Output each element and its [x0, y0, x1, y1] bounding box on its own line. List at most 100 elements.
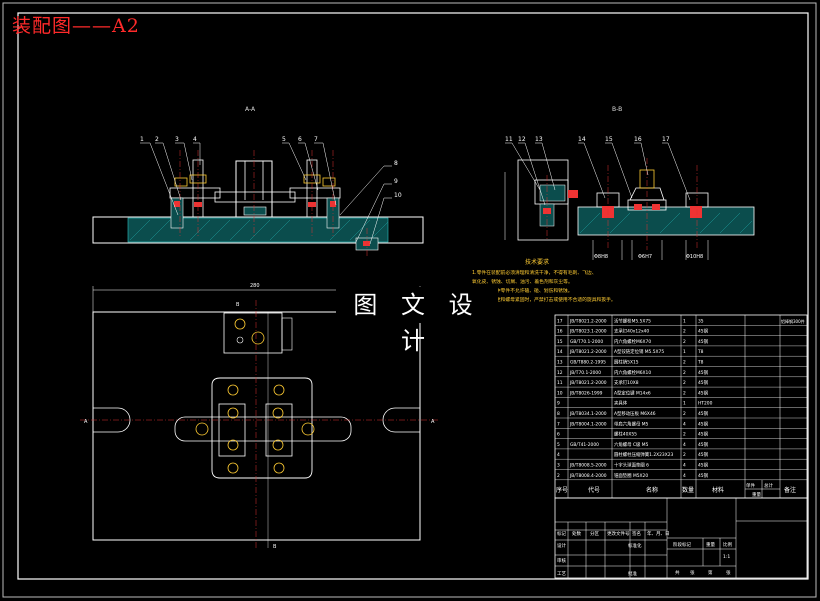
bom-cell-name: 夹具体 [614, 400, 628, 407]
bom-cell-no: 5 [557, 442, 560, 448]
view-mark-b-bottom: B [273, 544, 277, 550]
tb-standard: 标准化 [628, 542, 642, 549]
tb-sign: 签名 [632, 530, 641, 537]
bom-cell-qty: 4 [683, 442, 686, 448]
bom-cell-code: GB/T41-2000 [570, 442, 599, 448]
tb-zone: 分区 [590, 530, 599, 537]
technical-requirements: 技术要求 1.零件在装配前必须清理和清洗干净，不得有毛刺、飞边、 氧化皮、锈蚀、… [472, 258, 616, 303]
bom-cell-no: 6 [557, 432, 560, 438]
callout-15: 15 [605, 136, 613, 143]
bom-cell-no: 16 [557, 329, 563, 335]
bom-header-no: 序号 [556, 486, 568, 494]
bom-cell-code: JB/T70.1-2000 [569, 370, 601, 376]
bom-cell-name: 内六角螺栓M6X70 [614, 338, 651, 345]
bom-header-unit: 单件 [746, 482, 755, 489]
bom-cell-no: 17 [557, 318, 563, 324]
dim-bb-2: Φ6H7 [638, 254, 652, 260]
bom-cell-no: 3 [557, 463, 560, 469]
bom-cell-code: JB/T8004.1-2000 [569, 421, 607, 427]
bom-header-name: 名称 [646, 486, 658, 494]
view-mark-a-right: A [431, 419, 435, 425]
callout-5: 5 [282, 136, 286, 143]
tb-sheets-unit-2: 张 [726, 569, 731, 576]
bom-cell-mat: 45钢 [698, 369, 709, 376]
bom-cell-mat: 45钢 [698, 338, 709, 345]
view-mark-b-top: B [236, 302, 240, 308]
tb-weight: 重量 [706, 541, 715, 548]
sheet-title: 装配图——A2 [12, 15, 140, 37]
bom-cell-qty: 2 [683, 411, 686, 417]
bom-cell-qty: 1 [683, 401, 686, 407]
bom-header-total: 总计 [764, 482, 773, 489]
callout-11: 11 [505, 136, 513, 143]
bom-cell-name: 十字头球面垫圈 6 [614, 462, 649, 469]
callout-4: 4 [193, 136, 197, 143]
callout-16: 16 [634, 136, 642, 143]
plan-view: 280 A A B B [80, 283, 440, 550]
bom-header-mat: 材料 [712, 486, 724, 494]
bom-extra-note: 铝棒钢300件 [781, 318, 805, 324]
tb-approve: 批准 [628, 570, 637, 577]
bom-cell-qty: 2 [683, 432, 686, 438]
bom-cell-name: A型移动压板 M6X46 [614, 410, 656, 417]
bom-cell-name: 活节螺栓M5.5X75 [614, 317, 651, 324]
callout-9: 9 [394, 178, 398, 185]
tb-date: 年、月、日 [647, 530, 670, 537]
tb-change-doc: 更改文件号 [607, 530, 630, 537]
bom-cell-mat: 45钢 [698, 431, 709, 438]
bom-cell-mat: 45钢 [698, 410, 709, 417]
bom-cell-qty: 1 [683, 318, 686, 324]
tech-req-line-4: 3.螺钉、螺栓和螺母紧固时，严禁打击或使用不合适的旋具和扳手。 [472, 296, 616, 303]
bom-cell-mat: 45钢 [698, 379, 709, 386]
bom-cell-no: 2 [557, 473, 560, 479]
bom-cell-no: 13 [557, 360, 563, 366]
bom-cell-code: JB/T8021.2-2000 [569, 318, 607, 324]
title-block: 标记 处数 分区 更改文件号 签名 年、月、日 设计 标准化 审核 工艺 批准 … [554, 497, 808, 579]
bom-cell-mat: HT200 [698, 401, 713, 407]
bom-cell-no: 10 [557, 390, 563, 396]
bom-cell-mat: 45钢 [698, 451, 709, 458]
tb-count: 处数 [572, 530, 581, 537]
dimension-280: 280 [250, 283, 260, 289]
bom-cell-no: 12 [557, 370, 563, 376]
bom-cell-name: 带肩六角螺母 M5 [614, 420, 649, 427]
bom-cell-qty: 2 [683, 329, 686, 335]
callout-3: 3 [175, 136, 179, 143]
tb-sheets-index: 第 [708, 569, 713, 576]
tech-req-title: 技术要求 [525, 258, 549, 266]
section-aa-view: A-A [92, 106, 424, 256]
bom-cell-name: 锥面垫圈 M5X20 [614, 472, 648, 479]
dim-bb-1: Φ8H8 [594, 254, 608, 260]
bom-header-note: 备注 [784, 486, 796, 494]
bom-cell-name: 支承钉10X8 [614, 379, 639, 386]
section-aa-label: A-A [245, 106, 256, 113]
bom-cell-name: A型铰链定位销 M5.5X75 [614, 348, 664, 355]
tb-sheets-unit-1: 张 [690, 569, 695, 576]
tech-req-line-2: 氧化皮、锈蚀、切屑、油污、着色剂和灰尘等。 [472, 278, 573, 285]
callout-7: 7 [314, 136, 318, 143]
bom-cell-mat: 45钢 [698, 472, 709, 479]
bom-cell-mat: T8 [697, 349, 704, 355]
tb-scale: 比例 [723, 541, 732, 548]
callout-12: 12 [518, 136, 526, 143]
watermark-text: 图 文 设 计 [336, 287, 498, 355]
bom-cell-qty: 4 [683, 473, 686, 479]
callout-17: 17 [662, 136, 670, 143]
bom-cell-qty: 2 [683, 370, 686, 376]
bom-cell-name: 圆柱销5X15 [614, 359, 639, 366]
bom-cell-mat: 35 [698, 318, 704, 324]
bom-cell-qty: 2 [683, 339, 686, 345]
view-mark-a-left: A [84, 419, 88, 425]
bom-cell-code: JB/T8021.2-2000 [569, 349, 607, 355]
callout-6: 6 [298, 136, 302, 143]
tech-req-line-3: 2.装配过程中零件不允许磕、碰、划伤和锈蚀。 [472, 287, 573, 294]
bom-cell-no: 4 [557, 452, 560, 458]
bom-cell-code: GB/T880.2-1995 [570, 360, 606, 366]
bom-cell-qty: 1 [683, 349, 686, 355]
tb-mark: 标记 [557, 530, 566, 537]
bom-cell-mat: T8 [697, 360, 704, 366]
bom-cell-no: 8 [557, 411, 560, 417]
bom-cell-qty: 2 [683, 360, 686, 366]
inner-border [17, 12, 809, 580]
